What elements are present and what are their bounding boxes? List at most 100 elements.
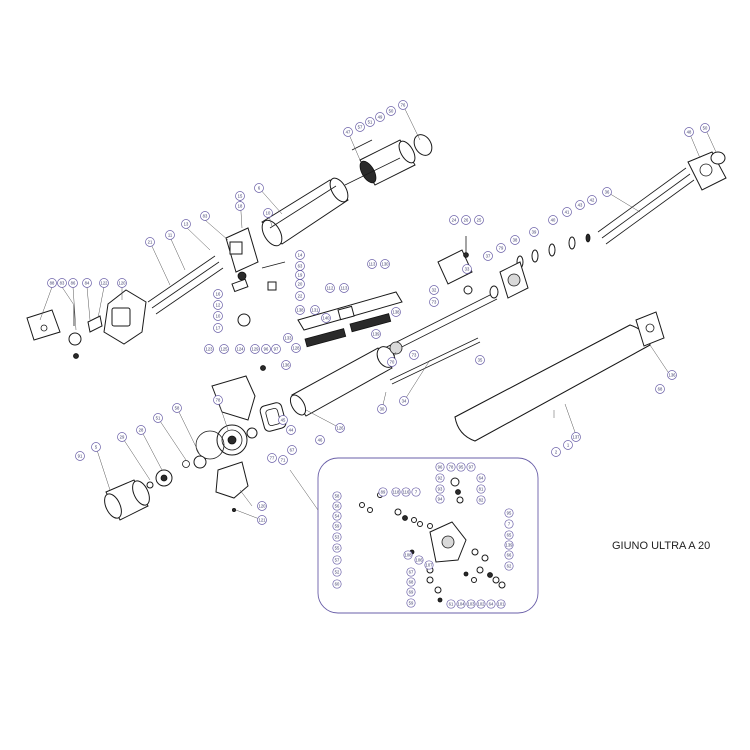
callout-24: 24: [449, 215, 459, 225]
callout-inset-94: 94: [435, 494, 445, 504]
svg-text:136: 136: [669, 373, 677, 378]
svg-text:61: 61: [449, 602, 454, 607]
svg-text:95: 95: [507, 511, 512, 516]
callout-12: 12: [213, 300, 223, 310]
svg-text:83: 83: [60, 281, 65, 286]
svg-text:14: 14: [298, 253, 303, 258]
callout-129: 129: [250, 344, 260, 354]
svg-text:125: 125: [221, 347, 229, 352]
svg-text:17: 17: [216, 326, 221, 331]
outer-casing: [454, 311, 665, 442]
svg-text:20: 20: [298, 282, 303, 287]
callout-22: 22: [295, 291, 305, 301]
callout-83b: 83: [200, 211, 210, 221]
rear-cylinder: [104, 479, 150, 521]
callout-inset-96: 96: [435, 462, 445, 472]
callout-36: 36: [602, 187, 612, 197]
callout-37: 37: [483, 251, 493, 261]
parts-artwork: [26, 134, 727, 521]
svg-text:54: 54: [335, 514, 340, 519]
svg-text:121: 121: [259, 518, 267, 523]
callout-77: 77: [267, 453, 277, 463]
svg-text:36: 36: [605, 190, 610, 195]
callout-inset-81: 81: [476, 484, 486, 494]
callout-121: 121: [257, 515, 267, 525]
callout-14: 14: [295, 250, 305, 260]
svg-text:10: 10: [266, 211, 271, 216]
long-bolts: [147, 255, 224, 315]
svg-text:57: 57: [358, 125, 363, 130]
svg-text:93: 93: [438, 487, 443, 492]
svg-text:51: 51: [156, 416, 161, 421]
tie-rods: [597, 167, 695, 245]
callout-inset-54: 54: [332, 511, 342, 521]
svg-text:67: 67: [290, 448, 295, 453]
callout-inset-93: 93: [435, 484, 445, 494]
callout-18: 18: [235, 201, 245, 211]
svg-text:10: 10: [216, 314, 221, 319]
svg-text:48: 48: [687, 130, 692, 135]
callout-inset-104: 104: [456, 599, 466, 609]
callout-inset-92: 92: [435, 473, 445, 483]
svg-text:137: 137: [573, 435, 581, 440]
svg-text:60: 60: [335, 582, 340, 587]
callout-inset-69: 69: [406, 587, 416, 597]
mounting-plate: [437, 236, 473, 295]
svg-text:73: 73: [412, 353, 417, 358]
callout-inset-139: 139: [504, 540, 514, 550]
callout-inset-64: 64: [476, 473, 486, 483]
svg-text:40: 40: [551, 218, 556, 223]
svg-text:22: 22: [298, 294, 303, 299]
svg-text:139: 139: [373, 332, 381, 337]
svg-text:51: 51: [368, 120, 373, 125]
svg-text:13: 13: [184, 222, 189, 227]
callout-51: 51: [365, 117, 375, 127]
limit-switch-board: [297, 291, 403, 348]
svg-text:24: 24: [452, 218, 457, 223]
callout-71: 71: [278, 455, 288, 465]
callout-21: 21: [145, 237, 155, 247]
svg-text:86: 86: [71, 281, 76, 286]
svg-text:116: 116: [403, 490, 410, 495]
callout-inset-118: 118: [391, 487, 401, 497]
callout-50b: 50: [700, 123, 710, 133]
callout-138b: 138: [391, 307, 401, 317]
svg-text:42: 42: [590, 198, 595, 203]
callout-73: 73: [429, 297, 439, 307]
svg-text:63: 63: [298, 264, 303, 269]
svg-text:15: 15: [238, 194, 243, 199]
svg-text:138: 138: [297, 308, 305, 313]
svg-text:38: 38: [513, 238, 518, 243]
svg-text:30: 30: [380, 407, 385, 412]
callout-130: 130: [380, 259, 390, 269]
svg-text:46: 46: [318, 438, 323, 443]
callout-inset-82: 82: [476, 495, 486, 505]
callout-10b: 10: [213, 311, 223, 321]
push-rod: [389, 337, 481, 385]
rear-bracket: [687, 151, 727, 191]
svg-text:108: 108: [405, 553, 413, 558]
callout-43: 43: [575, 200, 585, 210]
callout-133: 133: [283, 333, 293, 343]
svg-text:82: 82: [479, 498, 484, 503]
callout-88: 88: [47, 278, 57, 288]
svg-text:126: 126: [337, 426, 345, 431]
motor-housing: [261, 177, 349, 247]
svg-text:45: 45: [281, 418, 286, 423]
svg-text:96: 96: [438, 465, 443, 470]
svg-text:5: 5: [95, 445, 98, 450]
cover-shell-lower: [215, 461, 249, 512]
svg-text:18: 18: [238, 204, 243, 209]
callout-70: 70: [387, 357, 397, 367]
callout-67: 67: [287, 445, 297, 455]
callout-126: 126: [335, 423, 345, 433]
svg-text:70: 70: [390, 360, 395, 365]
callout-29: 29: [117, 432, 127, 442]
svg-text:84: 84: [85, 281, 90, 286]
callout-inset-106: 106: [414, 555, 424, 565]
svg-text:58: 58: [175, 406, 180, 411]
callout-inset-7: 7: [411, 487, 421, 497]
svg-text:76: 76: [401, 103, 406, 108]
fork-bracket: [26, 305, 103, 359]
